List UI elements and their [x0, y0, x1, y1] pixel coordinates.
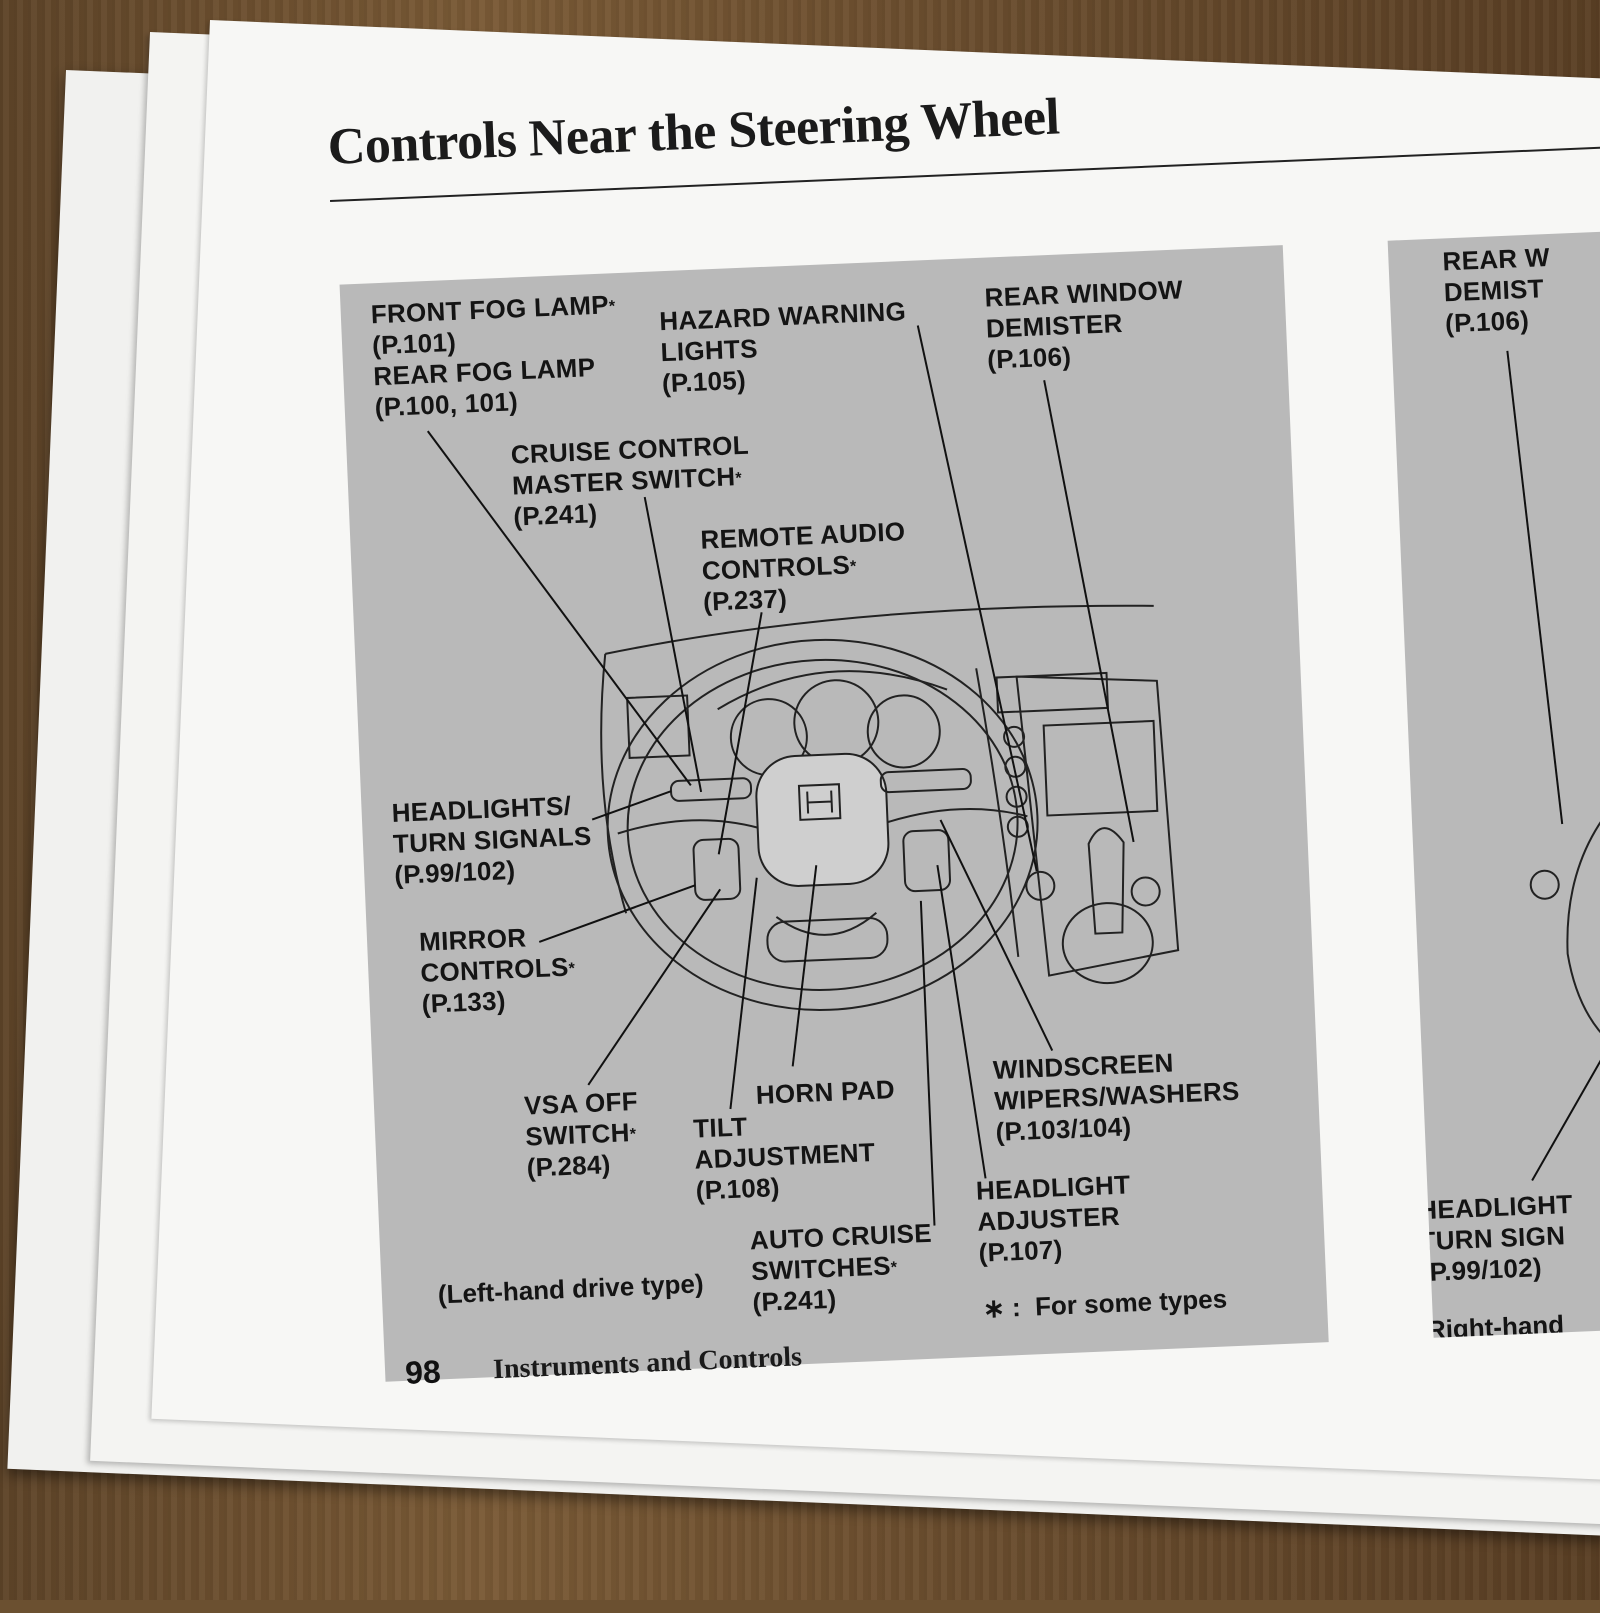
label-tilt-text2: ADJUSTMENT	[693, 1137, 876, 1175]
left-spoke	[617, 819, 758, 835]
label-vsa-text: VSA OFF	[523, 1085, 639, 1121]
honda-logo	[797, 783, 842, 821]
dash-button-3	[1005, 785, 1028, 808]
leader-headlight-adj	[936, 864, 987, 1179]
label-front-fog-lamp: FRONT FOG LAMP*(P.101)REAR FOG LAMP(P.10…	[370, 289, 620, 423]
label-horn-text: HORN PAD	[755, 1074, 896, 1110]
leader-vsa	[587, 888, 722, 1086]
label-auto-cruise-text2: SWITCHES	[750, 1250, 892, 1287]
leader-lines	[426, 325, 1135, 1226]
label-wipers-ref: (P.103/104)	[994, 1111, 1132, 1147]
label-headlights-ref: (P.99/102)	[393, 854, 516, 890]
leader-wipers	[939, 819, 1054, 1051]
right-headlight-ref: (P.99/102)	[1420, 1252, 1543, 1288]
label-remote-audio-ref: (P.237)	[702, 583, 788, 617]
label-vsa-ref: (P.284)	[526, 1149, 612, 1183]
gear-lever	[1087, 827, 1125, 935]
leader-front-fog	[426, 430, 692, 786]
label-rear-window-ref: (P.106)	[986, 341, 1072, 375]
lower-spoke-panel	[766, 917, 889, 963]
vent-left	[626, 694, 691, 759]
page-number: 98	[404, 1353, 442, 1391]
lower-spoke	[775, 911, 877, 936]
console-outline	[1015, 675, 1180, 977]
dash-button-1	[1003, 725, 1026, 748]
label-headlight-adj-text2: ADJUSTER	[976, 1200, 1121, 1237]
demister-button	[1130, 876, 1161, 907]
label-front-fog-ref: (P.101)	[371, 326, 457, 361]
asterisk-mark: *	[568, 960, 576, 978]
gear-selector-base	[1061, 902, 1154, 985]
right-switch-cluster	[902, 829, 952, 893]
asterisk-mark: *	[608, 298, 616, 316]
label-cruise-master-ref: (P.241)	[512, 498, 598, 532]
vent-right	[995, 671, 1109, 714]
label-horn-pad: HORN PAD	[755, 1074, 895, 1111]
dashboard-right-edge	[975, 668, 1020, 957]
dashboard-top-line	[605, 604, 1154, 655]
label-auto-cruise-text: AUTO CRUISE	[749, 1217, 933, 1256]
right-drive-type-caption: (Right-hand	[1417, 1309, 1565, 1338]
label-rear-window-text2: DEMISTER	[985, 307, 1124, 344]
gauge-center	[793, 679, 880, 766]
steering-wheel-rim	[606, 638, 1039, 1011]
leader-headlights	[591, 790, 672, 821]
leader-cruise-master	[643, 496, 703, 793]
right-wheel-rim	[1566, 790, 1600, 1062]
steering-wheel-illustration	[426, 325, 1180, 1226]
leader-auto-cruise	[919, 900, 936, 1226]
label-remote-audio-text2: CONTROLS	[701, 549, 851, 586]
label-hazard-text2: LIGHTS	[660, 333, 759, 368]
page-title: Controls Near the Steering Wheel	[326, 88, 1061, 177]
label-tilt-text: TILT	[692, 1111, 748, 1144]
label-hazard-ref: (P.105)	[661, 364, 747, 399]
leader-rear-window	[1043, 380, 1135, 843]
asterisk-mark: *	[890, 1259, 898, 1277]
right-diagram-lines	[1506, 350, 1600, 1182]
label-tilt-ref: (P.108)	[695, 1172, 781, 1206]
label-mirror-text2: CONTROLS	[419, 951, 570, 988]
right-stalk	[879, 768, 972, 794]
leader-hazard	[916, 325, 1038, 872]
label-headlight-adj-ref: (P.107)	[978, 1234, 1064, 1268]
leader-horn	[791, 865, 818, 1067]
left-stalk	[669, 777, 753, 802]
label-mirror-text: MIRROR	[418, 922, 527, 957]
label-mirror-ref: (P.133)	[421, 985, 507, 1019]
right-leader-rear-window	[1506, 350, 1564, 825]
right-leader-headlight	[1531, 1000, 1600, 1182]
asterisk-mark: *	[629, 1126, 637, 1144]
leader-mirror	[538, 884, 696, 943]
leader-remote-audio	[717, 612, 763, 855]
audio-display	[1042, 719, 1159, 817]
gauge-right	[866, 694, 941, 769]
label-vsa-text2: SWITCH	[524, 1117, 631, 1152]
left-switch-cluster	[692, 837, 742, 901]
asterisk-mark: *	[849, 558, 858, 576]
right-headlight-text2: TURN SIGN	[1418, 1220, 1566, 1257]
label-rear-fog-ref: (P.100, 101)	[374, 386, 519, 423]
right-dash-button	[1529, 869, 1560, 900]
hazard-button	[1025, 870, 1056, 901]
label-auto-cruise-ref: (P.241)	[751, 1283, 838, 1318]
label-headlights-turn-signals: HEADLIGHTS/TURN SIGNALS(P.99/102)	[391, 790, 593, 891]
leader-tilt	[729, 877, 758, 1110]
asterisk-mark: *	[735, 469, 743, 488]
right-spoke	[887, 807, 1028, 824]
